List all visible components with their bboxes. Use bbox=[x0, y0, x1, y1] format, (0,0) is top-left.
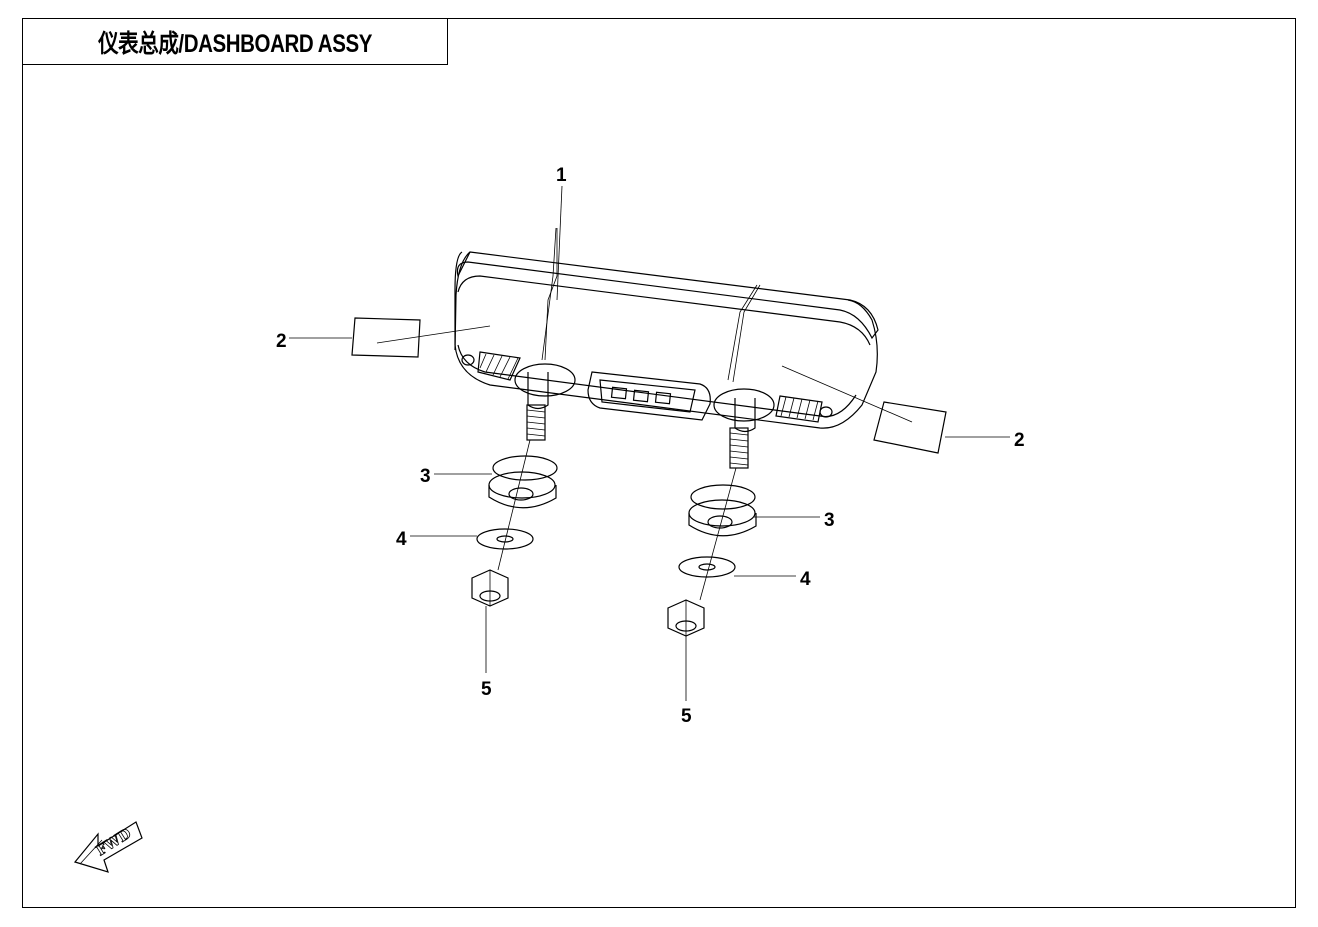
sticker-left bbox=[351, 317, 421, 358]
fwd-arrow-icon: FWD bbox=[73, 821, 143, 873]
callout-2-left: 2 bbox=[276, 331, 287, 352]
page-title: 仪表总成/DASHBOARD ASSY bbox=[98, 29, 372, 58]
callout-5-right: 5 bbox=[681, 706, 692, 727]
hatch-left bbox=[477, 351, 521, 381]
washer-left bbox=[476, 528, 534, 550]
nut-left bbox=[471, 569, 509, 607]
grommet-left bbox=[488, 455, 558, 509]
connector bbox=[587, 371, 711, 421]
callout-3-left: 3 bbox=[420, 466, 431, 487]
callouts: 1 2 2 3 3 4 4 5 5 bbox=[276, 165, 1025, 727]
leader-lines bbox=[289, 185, 1010, 701]
callout-3-right: 3 bbox=[824, 510, 835, 531]
callout-4-left: 4 bbox=[396, 529, 407, 550]
callout-1: 1 bbox=[556, 165, 567, 186]
grommet-right bbox=[688, 484, 757, 537]
dashboard-body bbox=[454, 227, 879, 429]
stud-left bbox=[526, 372, 549, 441]
callout-4-right: 4 bbox=[800, 569, 811, 590]
sticker-right bbox=[873, 401, 947, 454]
stud-right bbox=[729, 398, 756, 469]
callout-5-left: 5 bbox=[481, 679, 492, 700]
drawing-frame bbox=[22, 18, 1296, 908]
hatch-right bbox=[775, 395, 823, 423]
title-box: 仪表总成/DASHBOARD ASSY bbox=[22, 18, 448, 65]
callout-2-right: 2 bbox=[1014, 430, 1025, 451]
nut-right bbox=[667, 599, 705, 637]
washer-right bbox=[678, 556, 736, 578]
